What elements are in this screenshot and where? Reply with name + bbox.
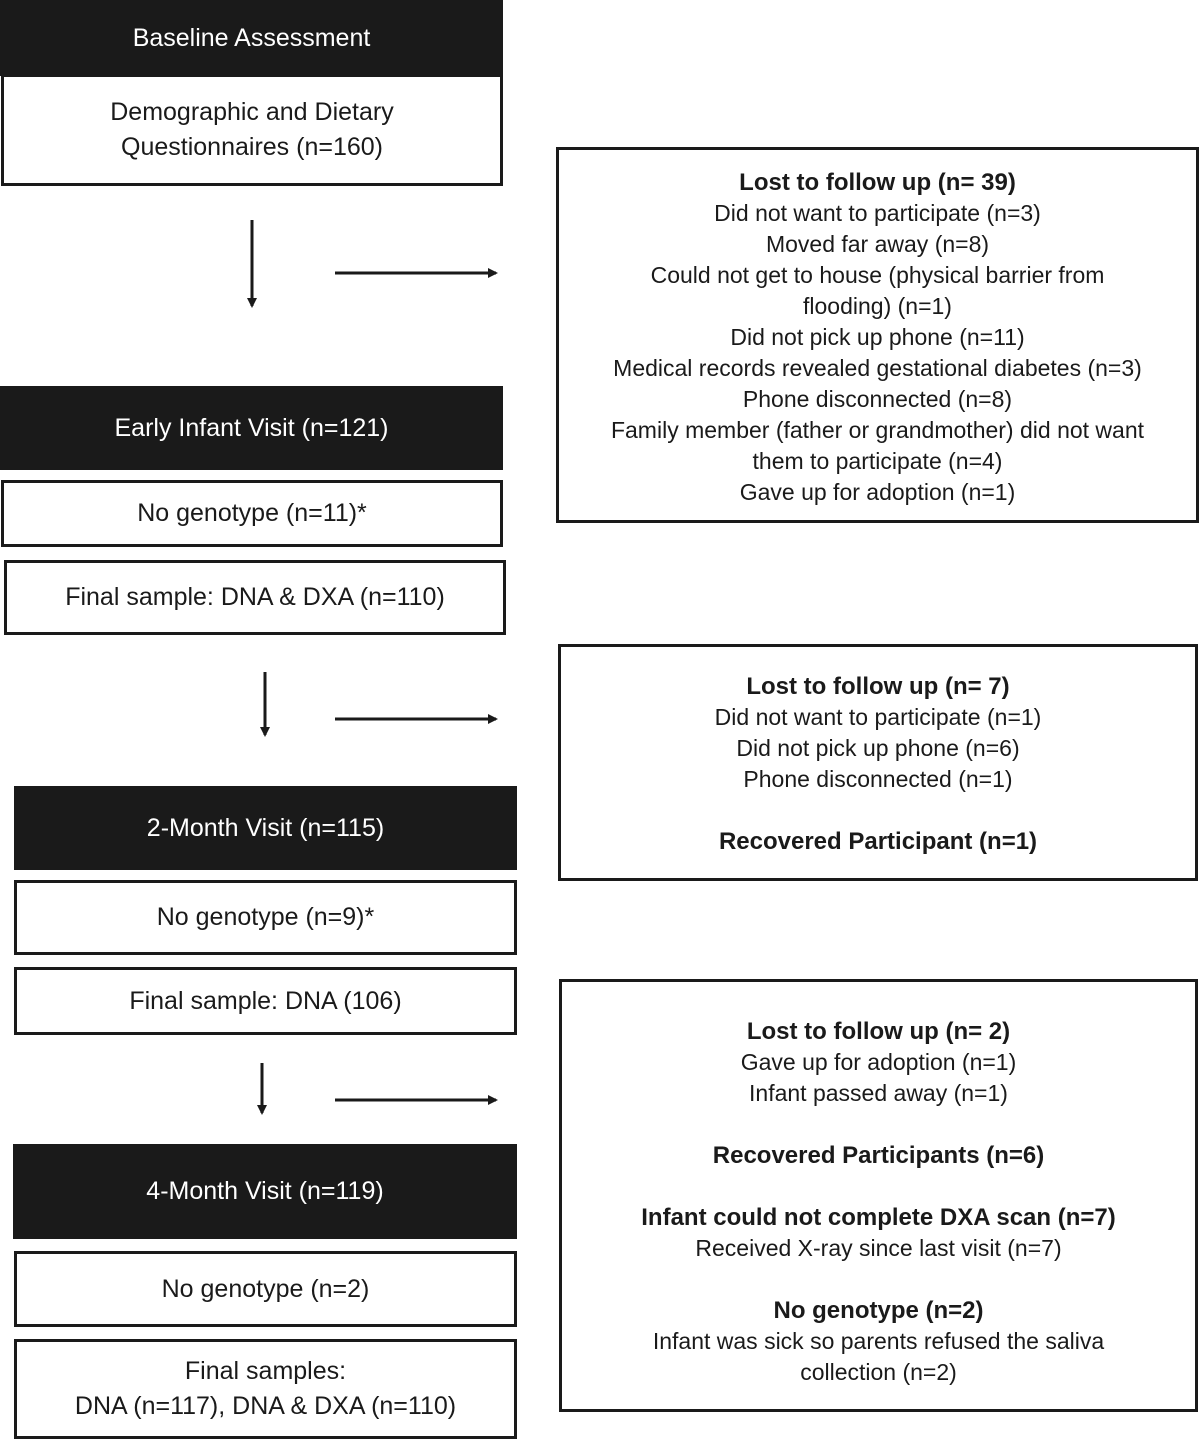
four-month-visit-label: 4-Month Visit (n=119) bbox=[146, 1177, 384, 1205]
loss3-no-genotype-line-2: collection (n=2) bbox=[800, 1359, 957, 1385]
loss1-line: Could not get to house (physical barrier… bbox=[650, 262, 1105, 288]
four-month-final-line-2: DNA (n=117), DNA & DXA (n=110) bbox=[74, 1392, 457, 1420]
two-month-no-genotype-label: No genotype (n=9)* bbox=[156, 903, 375, 931]
loss3-no-genotype-title: No genotype (n=2) bbox=[773, 1297, 984, 1324]
loss2-line: Did not want to participate (n=1) bbox=[714, 704, 1042, 730]
loss2-title: Lost to follow up (n= 7) bbox=[746, 673, 1010, 700]
lost-to-follow-up-box-1: Lost to follow up (n= 39) Did not want t… bbox=[556, 147, 1199, 523]
two-month-final-sample-label: Final sample: DNA (106) bbox=[129, 986, 402, 1015]
lost-to-follow-up-box-2: Lost to follow up (n= 7) Did not want to… bbox=[558, 644, 1198, 881]
loss2-line: Phone disconnected (n=1) bbox=[743, 766, 1013, 792]
loss1-line: flooding) (n=1) bbox=[803, 293, 952, 319]
loss1-line: Medical records revealed gestational dia… bbox=[613, 355, 1142, 381]
two-month-no-genotype-box: No genotype (n=9)* bbox=[14, 880, 517, 955]
loss3-dxa-line: Received X-ray since last visit (n=7) bbox=[695, 1235, 1062, 1261]
loss3-line: Gave up for adoption (n=1) bbox=[740, 1049, 1017, 1075]
loss3-dxa-title: Infant could not complete DXA scan (n=7) bbox=[641, 1204, 1116, 1231]
two-month-visit-header: 2-Month Visit (n=115) bbox=[14, 786, 517, 870]
two-month-final-sample-box: Final sample: DNA (106) bbox=[14, 967, 517, 1035]
loss1-line: Did not pick up phone (n=11) bbox=[730, 324, 1025, 350]
loss1-line: them to participate (n=4) bbox=[752, 448, 1003, 474]
loss3-no-genotype-line-1: Infant was sick so parents refused the s… bbox=[652, 1328, 1105, 1354]
four-month-final-samples-box: Final samples: DNA (n=117), DNA & DXA (n… bbox=[14, 1339, 517, 1439]
loss1-line: Gave up for adoption (n=1) bbox=[739, 479, 1016, 505]
early-final-sample-box: Final sample: DNA & DXA (n=110) bbox=[4, 560, 506, 635]
lost-to-follow-up-box-3: Lost to follow up (n= 2) Gave up for ado… bbox=[559, 979, 1198, 1412]
baseline-header: Baseline Assessment bbox=[0, 0, 503, 76]
four-month-no-genotype-label: No genotype (n=2) bbox=[161, 1274, 370, 1303]
loss3-line: Infant passed away (n=1) bbox=[749, 1080, 1008, 1106]
loss1-line: Moved far away (n=8) bbox=[765, 231, 990, 257]
four-month-visit-header: 4-Month Visit (n=119) bbox=[13, 1144, 517, 1239]
loss3-title: Lost to follow up (n= 2) bbox=[746, 1018, 1011, 1045]
early-no-genotype-box: No genotype (n=11)* bbox=[1, 480, 503, 547]
loss1-line: Family member (father or grandmother) di… bbox=[610, 417, 1145, 443]
loss1-title: Lost to follow up (n= 39) bbox=[739, 169, 1016, 196]
questionnaires-line-1: Demographic and Dietary bbox=[110, 98, 394, 126]
four-month-no-genotype-box: No genotype (n=2) bbox=[14, 1251, 517, 1327]
baseline-header-label: Baseline Assessment bbox=[132, 23, 371, 52]
loss1-line: Did not want to participate (n=3) bbox=[714, 200, 1041, 226]
questionnaires-box: Demographic and Dietary Questionnaires (… bbox=[1, 74, 503, 186]
early-no-genotype-label: No genotype (n=11)* bbox=[137, 499, 367, 527]
loss2-line: Did not pick up phone (n=6) bbox=[736, 735, 1020, 761]
early-infant-visit-header: Early Infant Visit (n=121) bbox=[0, 386, 503, 470]
loss1-line: Phone disconnected (n=8) bbox=[742, 386, 1013, 412]
loss3-recovered: Recovered Participants (n=6) bbox=[712, 1142, 1045, 1169]
questionnaires-line-2: Questionnaires (n=160) bbox=[121, 133, 383, 161]
early-final-sample-label: Final sample: DNA & DXA (n=110) bbox=[65, 583, 445, 611]
two-month-visit-label: 2-Month Visit (n=115) bbox=[146, 813, 385, 842]
loss2-recovered: Recovered Participant (n=1) bbox=[718, 828, 1038, 855]
four-month-final-line-1: Final samples: bbox=[184, 1357, 347, 1385]
early-infant-visit-label: Early Infant Visit (n=121) bbox=[114, 413, 389, 442]
